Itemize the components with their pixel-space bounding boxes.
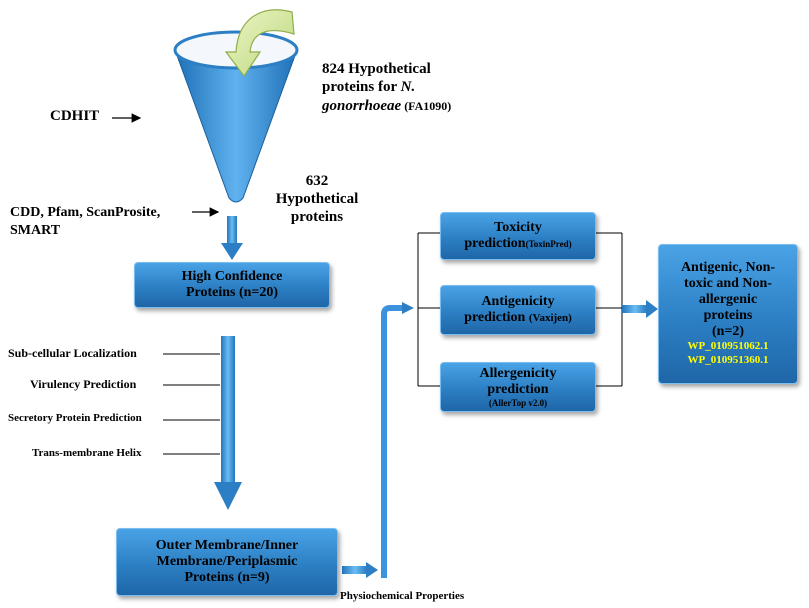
antigenicity-box: Antigenicity prediction (Vaxijen) [440, 285, 596, 335]
filter-label-1: Sub-cellular Localization [8, 346, 137, 360]
domain-tools-label: CDD, Pfam, ScanProsite, SMART [10, 205, 161, 238]
membrane-proteins-box: Outer Membrane/Inner Membrane/Periplasmi… [116, 528, 338, 596]
arrow-up-to-predictions [381, 302, 414, 578]
filter-label-2: Virulency Prediction [30, 377, 137, 391]
result-id-2: WP_010951360.1 [687, 354, 769, 367]
arrow-to-membrane-box [214, 336, 242, 510]
cdhit-label: CDHIT [50, 108, 100, 124]
filtered-proteins-label: 632 Hypothetical proteins [275, 173, 359, 225]
arrow-to-physiochemical [342, 562, 378, 578]
arrow-to-high-confidence [221, 216, 243, 260]
result-box: Antigenic, Non- toxic and Non- allergeni… [658, 244, 798, 384]
physiochemical-label: Physiochemical Properties [340, 590, 465, 602]
filter-label-4: Trans-membrane Helix [32, 447, 142, 459]
filter-label-3: Secretory Protein Prediction [8, 412, 142, 424]
arrow-to-result [622, 300, 658, 318]
input-proteins-label: 824 Hypothetical proteins for N. gonorrh… [322, 61, 452, 114]
allergenicity-box: Allergenicity prediction (AllerTop v2.0) [440, 362, 596, 412]
curled-input-arrow [224, 9, 295, 78]
toxicity-box: Toxicity prediction(ToxinPred) [440, 212, 596, 260]
result-id-1: WP_010951062.1 [687, 340, 769, 353]
high-confidence-box: High Confidence Proteins (n=20) [134, 262, 330, 308]
